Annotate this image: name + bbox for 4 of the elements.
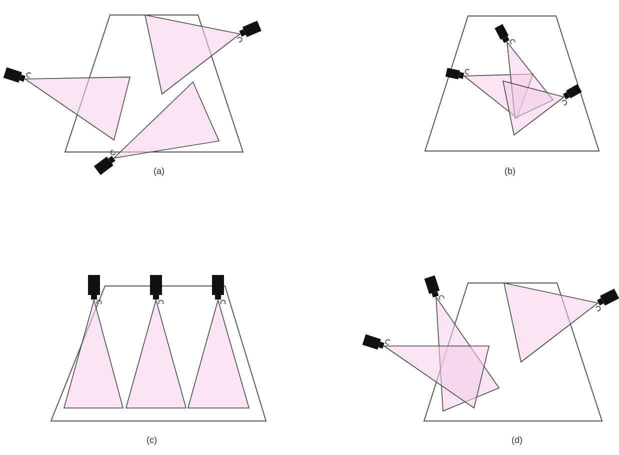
- panel-label: (b): [504, 166, 516, 177]
- panel-label: (d): [512, 435, 522, 446]
- panel-label: (a): [154, 166, 164, 177]
- panel-label: (c): [146, 435, 157, 446]
